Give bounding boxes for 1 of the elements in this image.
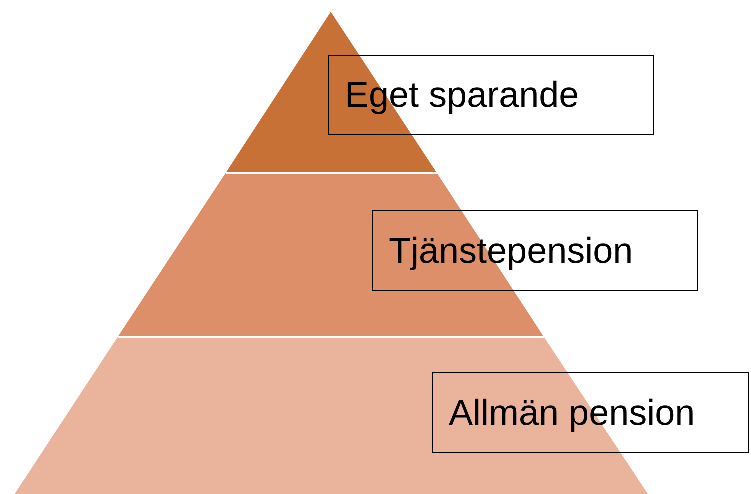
tier-label-box: Allmän pension (432, 372, 749, 453)
